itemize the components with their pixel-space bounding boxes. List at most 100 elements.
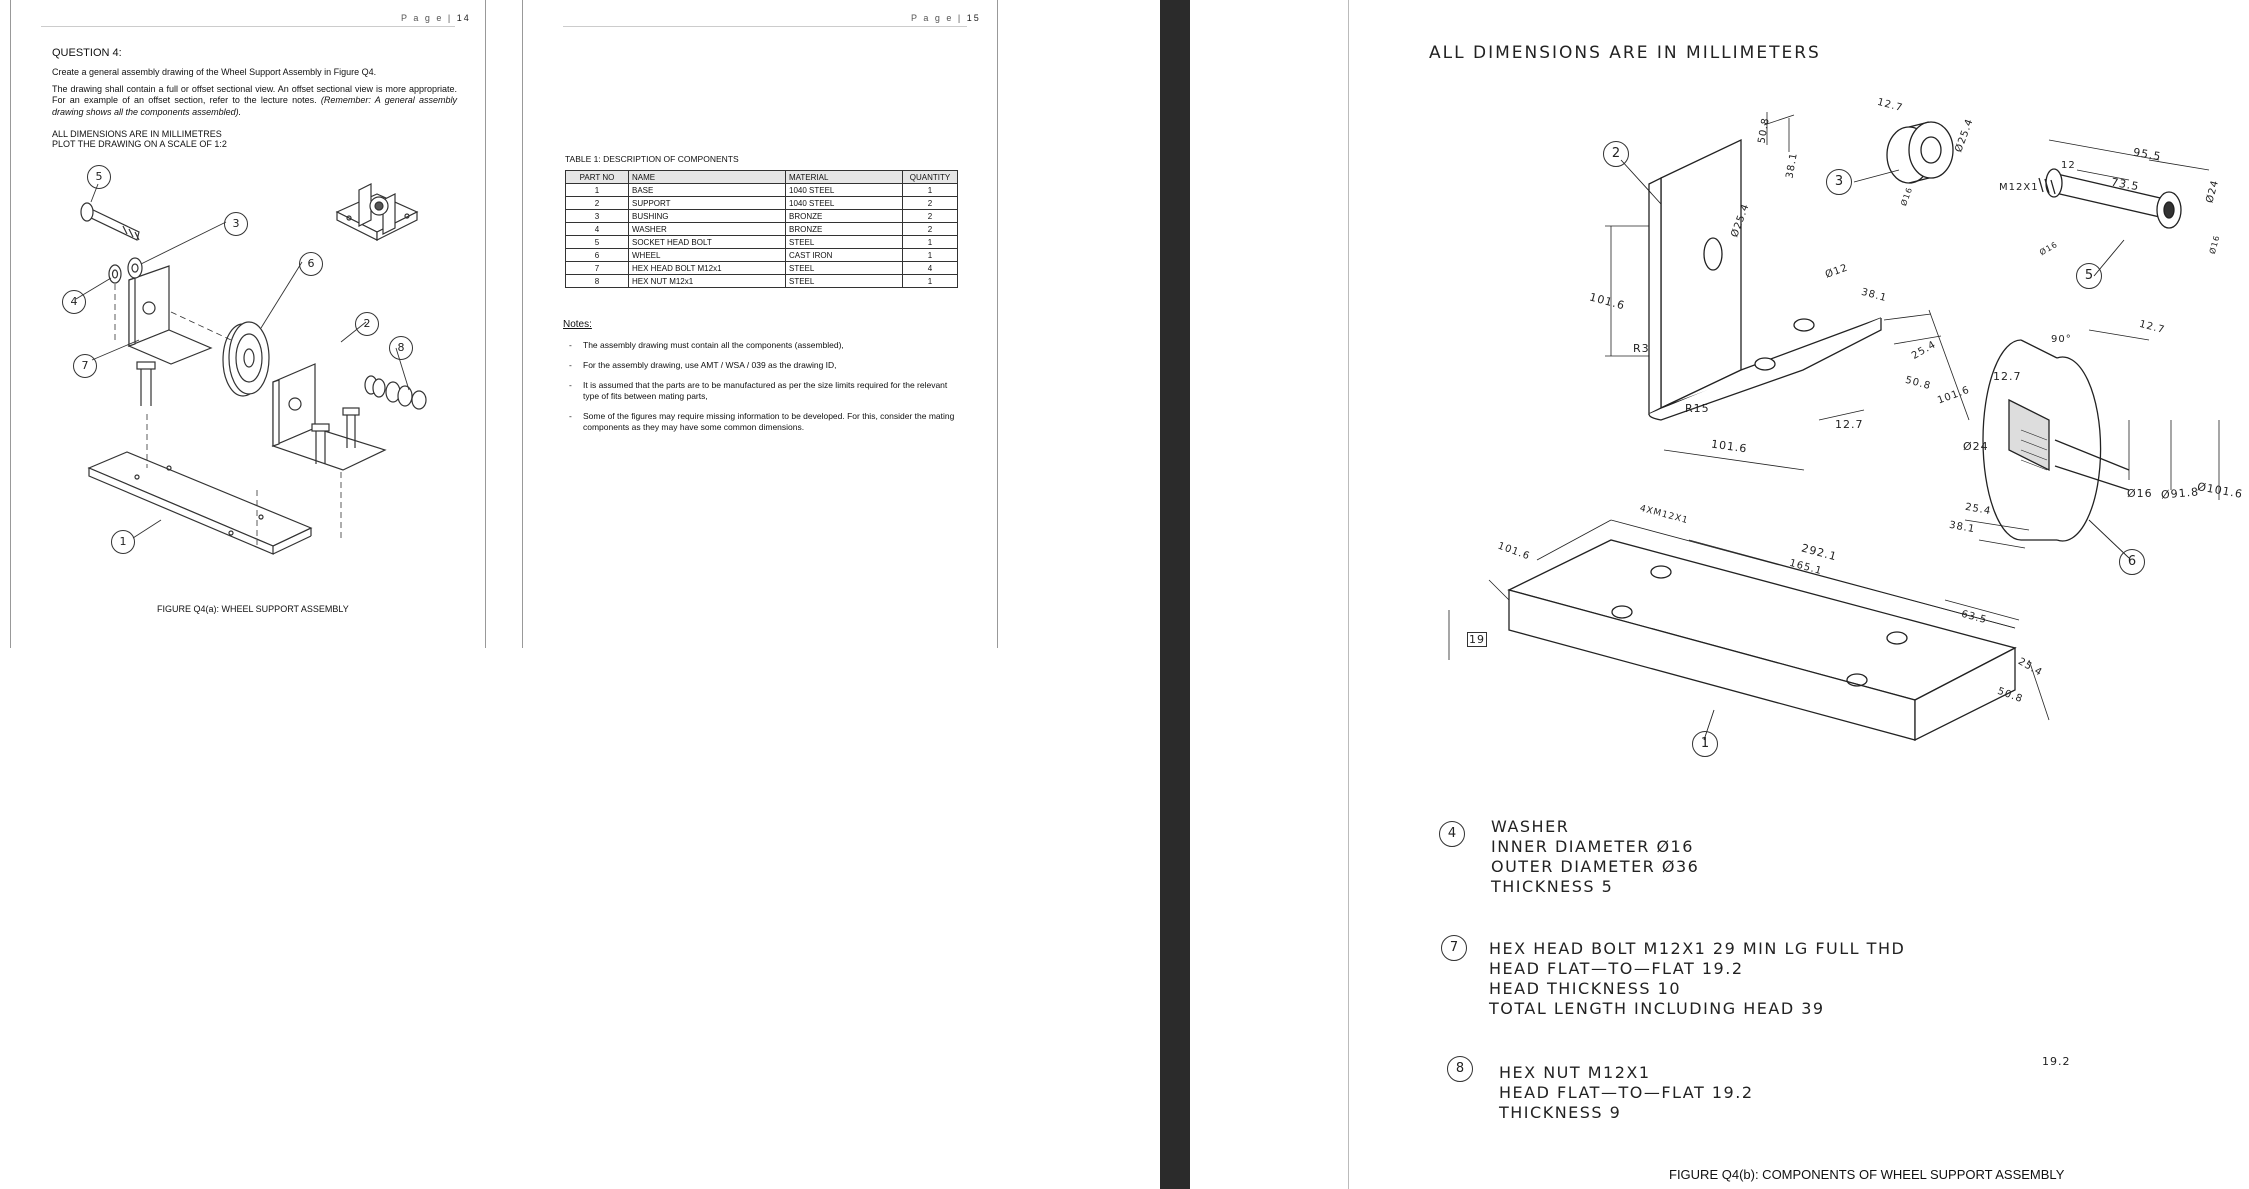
spec-line: HEX HEAD BOLT M12X1 29 MIN LG FULL THD	[1489, 939, 1906, 958]
table-cell: BUSHING	[628, 209, 786, 223]
wheel-sketch	[222, 321, 270, 397]
socket-bolt-part	[2038, 168, 2182, 229]
hexnut-bubble: 8	[1447, 1056, 1473, 1082]
table-cell: BASE	[628, 183, 786, 197]
hex-dim-label: 19.2	[2042, 1055, 2071, 1068]
table-cell: STEEL	[785, 274, 903, 288]
figure-caption-b: FIGURE Q4(b): COMPONENTS OF WHEEL SUPPOR…	[1669, 1167, 2065, 1182]
notes-list: The assembly drawing must contain all th…	[569, 340, 963, 442]
assembled-view-sketch	[335, 183, 419, 241]
spec-line: INNER DIAMETER Ø16	[1491, 837, 1694, 856]
callout-3: 3	[224, 212, 248, 236]
table-header-cell: NAME	[628, 170, 786, 184]
table-header-row: PART NO NAME MATERIAL QUANTITY	[565, 170, 958, 184]
table-header-cell: QUANTITY	[902, 170, 958, 184]
table-cell: STEEL	[785, 235, 903, 249]
table-cell: WASHER	[628, 222, 786, 236]
right-support-sketch	[271, 363, 387, 471]
hexbolt-bubble: 7	[1441, 935, 1467, 961]
assembly-centre-lines	[114, 284, 342, 545]
washer-nut-sketches	[108, 257, 427, 410]
instruction-paragraph-1: Create a general assembly drawing of the…	[52, 67, 377, 77]
table-cell: HEX HEAD BOLT M12x1	[628, 261, 786, 275]
dimensions-header: ALL DIMENSIONS ARE IN MILLIMETERS	[1429, 43, 1821, 63]
table-cell: 4	[565, 222, 629, 236]
part-bubble-1: 1	[1692, 731, 1718, 757]
note-item: It is assumed that the parts are to be m…	[569, 380, 963, 402]
base-part	[1507, 539, 2017, 742]
part-bubble-2: 2	[1603, 141, 1629, 167]
table-cell: 6	[565, 248, 629, 262]
spec-line: HEAD THICKNESS 10	[1489, 979, 1682, 998]
note-item: For the assembly drawing, use AMT / WSA …	[569, 360, 963, 371]
spec-line: HEAD FLAT—TO—FLAT 19.2	[1499, 1083, 1754, 1102]
wheel-part	[1982, 339, 2130, 542]
base-plate-sketch	[87, 451, 313, 555]
table-header-cell: MATERIAL	[785, 170, 903, 184]
dimension-lines	[1448, 112, 2220, 721]
part-bubble-3: 3	[1826, 169, 1852, 195]
table-cell: 1	[902, 183, 958, 197]
table-cell: 5	[565, 235, 629, 249]
question-title: QUESTION 4:	[52, 47, 122, 59]
hexbolt-spec: HEX HEAD BOLT M12X1 29 MIN LG FULL THD H…	[1489, 939, 1905, 1019]
spec-line: HEX NUT M12X1	[1499, 1063, 1651, 1082]
wheel-support-assembly-figure	[75, 183, 427, 555]
figure-caption-a: FIGURE Q4(a): WHEEL SUPPORT ASSEMBLY	[157, 604, 349, 614]
spec-line: WASHER	[1491, 817, 1570, 836]
table-cell: BRONZE	[785, 222, 903, 236]
table-cell: HEX NUT M12x1	[628, 274, 786, 288]
callout-2: 2	[355, 312, 379, 336]
units-line: ALL DIMENSIONS ARE IN MILLIMETRES	[52, 129, 222, 139]
note-item: Some of the figures may require missing …	[569, 411, 963, 433]
table-cell: 2	[902, 222, 958, 236]
table-cell: 1040 STEEL	[785, 196, 903, 210]
part-bubble-5: 5	[2076, 263, 2102, 289]
page-gutter	[1160, 0, 1190, 1189]
table-cell: 2	[565, 196, 629, 210]
table-cell: BRONZE	[785, 209, 903, 223]
table-cell: 4	[902, 261, 958, 275]
washer-spec: WASHER INNER DIAMETER Ø16 OUTER DIAMETER…	[1491, 817, 1699, 897]
table-cell: SUPPORT	[628, 196, 786, 210]
table-cell: STEEL	[785, 261, 903, 275]
spec-line: THICKNESS 9	[1499, 1103, 1622, 1122]
part-bubble-6: 6	[2119, 549, 2145, 575]
drawing-page: ALL DIMENSIONS ARE IN MILLIMETERS	[1348, 0, 2249, 1189]
note-item: The assembly drawing must contain all th…	[569, 340, 963, 351]
instruction-paragraph-2: The drawing shall contain a full or offs…	[52, 84, 457, 117]
callout-4: 4	[62, 290, 86, 314]
bushing-part	[1886, 121, 1954, 184]
scale-line: PLOT THE DRAWING ON A SCALE OF 1:2	[52, 139, 227, 149]
table-cell: 3	[565, 209, 629, 223]
page-number: P a g e | 14	[401, 13, 471, 23]
table-cell: SOCKET HEAD BOLT	[628, 235, 786, 249]
left-support-sketch	[127, 265, 213, 365]
callout-8: 8	[389, 336, 413, 360]
page-14: P a g e | 14 QUESTION 4: Create a genera…	[10, 0, 486, 648]
components-drawing	[1448, 112, 2220, 742]
table-cell: WHEEL	[628, 248, 786, 262]
table-cell: 1	[565, 183, 629, 197]
table-cell: 1	[902, 235, 958, 249]
support-part	[1648, 138, 1882, 421]
callout-7: 7	[73, 354, 97, 378]
hexnut-spec: HEX NUT M12X1 HEAD FLAT—TO—FLAT 19.2 THI…	[1499, 1063, 1754, 1123]
callout-1: 1	[111, 530, 135, 554]
page-number: P a g e | 15	[911, 13, 981, 23]
spec-line: THICKNESS 5	[1491, 877, 1614, 896]
table-cell: 2	[902, 209, 958, 223]
table-cell: 7	[565, 261, 629, 275]
table-cell: 1040 STEEL	[785, 183, 903, 197]
table-cell: 2	[902, 196, 958, 210]
callout-5: 5	[87, 165, 111, 189]
table-cell: 8	[565, 274, 629, 288]
callout-6: 6	[299, 252, 323, 276]
